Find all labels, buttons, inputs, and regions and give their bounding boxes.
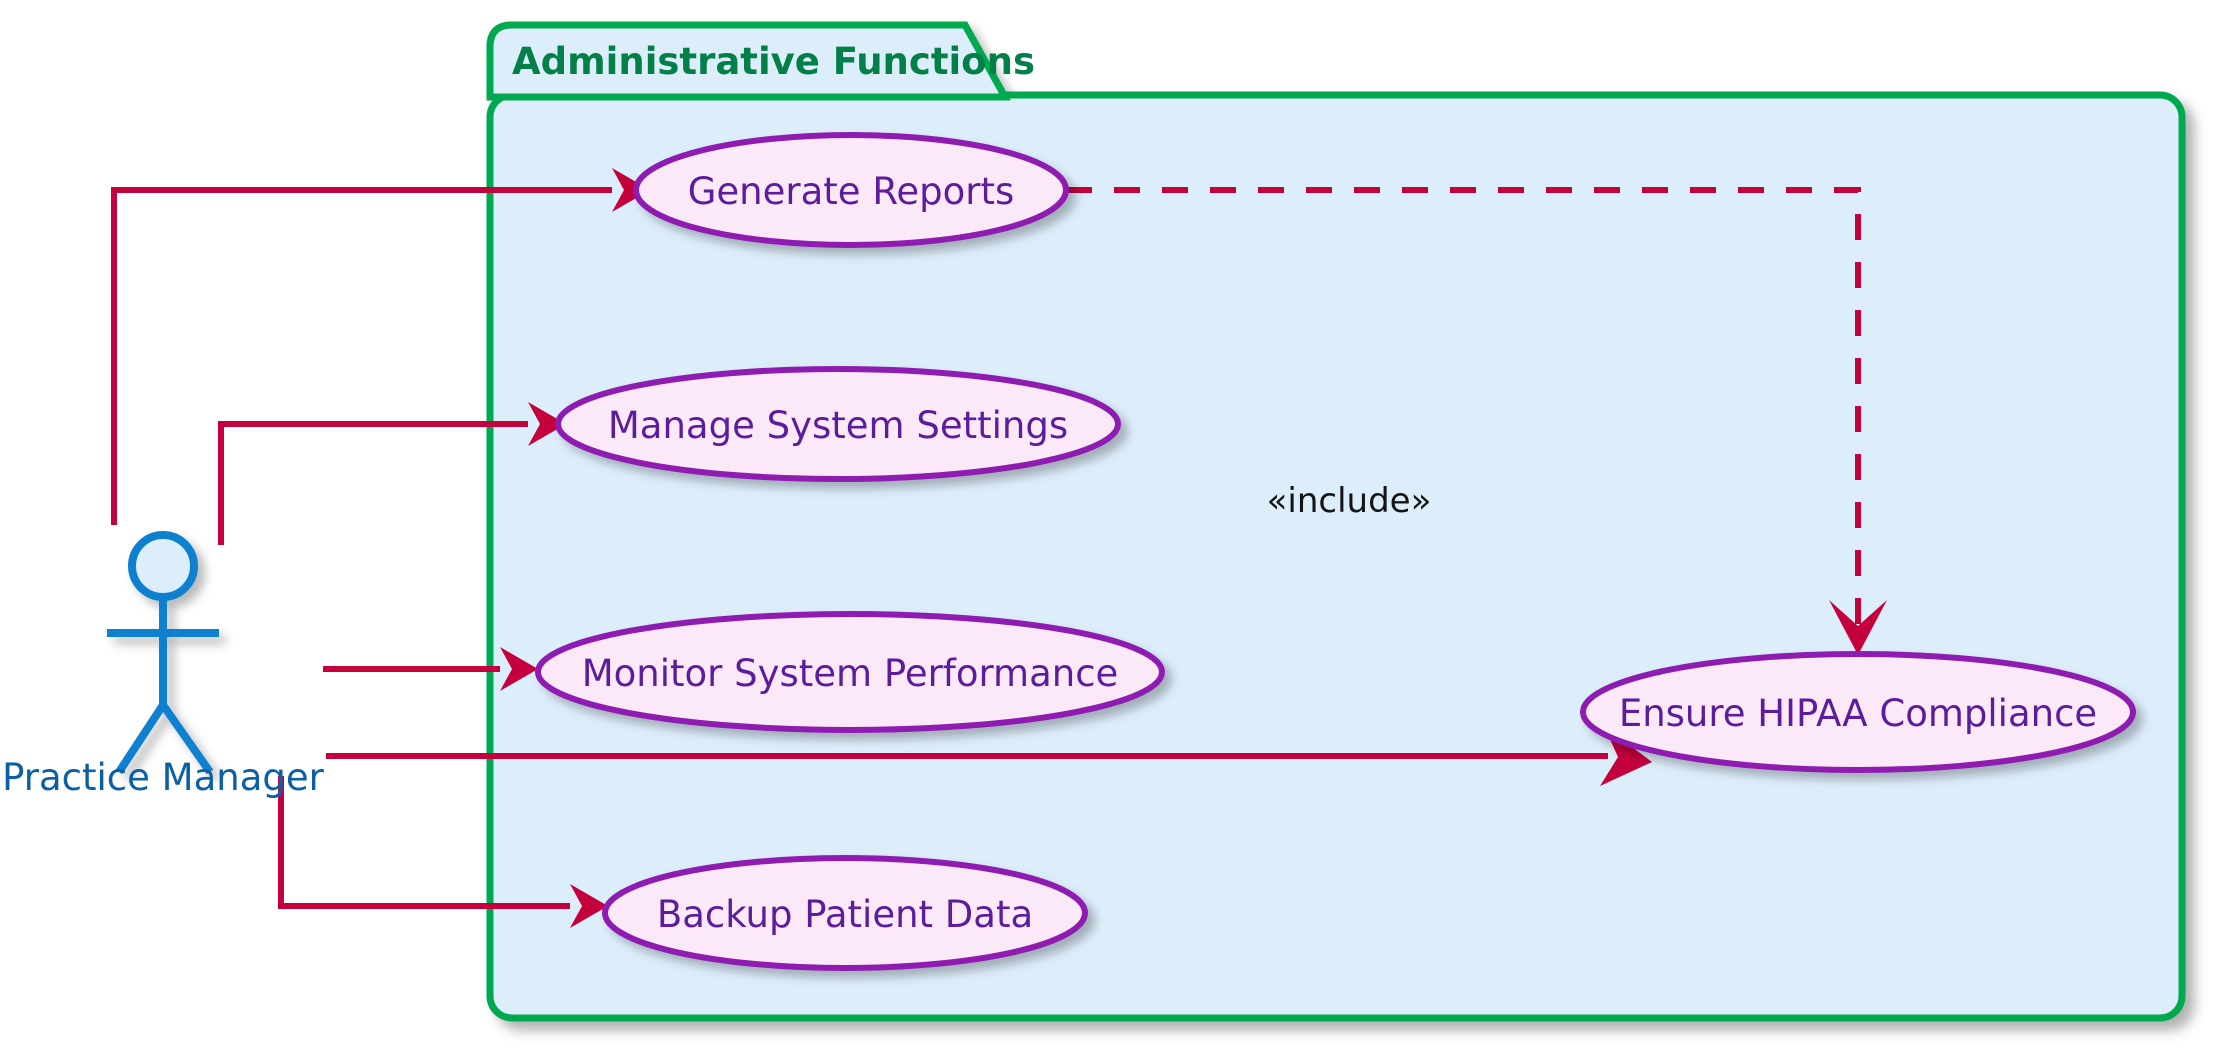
actor-label: Practice Manager: [2, 756, 325, 799]
use-case-label: Manage System Settings: [608, 404, 1068, 447]
use-case-label: Ensure HIPAA Compliance: [1619, 692, 2097, 735]
package-administrative-functions[interactable]: Administrative Functions: [486, 21, 2186, 1022]
association-line: [278, 776, 570, 909]
use-case-label: Backup Patient Data: [657, 893, 1033, 936]
actor-right-leg-icon: [159, 702, 214, 775]
use-case-backup-patient-data[interactable]: Backup Patient Data: [602, 855, 1088, 971]
use-case-ellipse: [633, 132, 1069, 248]
package-tab-overlay: [486, 21, 1011, 101]
association-pm-to-monitor-system-performance[interactable]: [323, 647, 538, 691]
package-body: [486, 91, 2186, 1022]
use-case-ellipse: [555, 366, 1121, 482]
arrowhead-icon: [612, 168, 650, 212]
association-links: [111, 168, 1652, 928]
include-stereotype-label: «include»: [1267, 481, 1432, 521]
package-title: Administrative Functions: [512, 40, 1035, 83]
arrowhead-icon: [500, 647, 538, 691]
include-dashed-line: [1066, 187, 1861, 630]
arrowhead-icon: [570, 884, 608, 928]
use-case-ellipse: [602, 855, 1088, 971]
arrowhead-icon: [528, 402, 566, 446]
association-pm-to-manage-system-settings[interactable]: [218, 402, 566, 545]
use-case-ensure-hipaa-compliance[interactable]: Ensure HIPAA Compliance: [1580, 651, 2136, 773]
use-case-manage-system-settings[interactable]: Manage System Settings: [555, 366, 1121, 482]
association-pm-to-backup-patient-data[interactable]: [278, 776, 608, 928]
actor-practice-manager[interactable]: Practice Manager: [2, 531, 325, 799]
actor-head-icon: [128, 531, 198, 601]
association-pm-to-generate-reports[interactable]: [111, 168, 650, 525]
actor-left-leg-icon: [115, 702, 167, 775]
include-relation-generate-reports-to-hipaa[interactable]: [1066, 187, 1887, 655]
use-case-generate-reports[interactable]: Generate Reports: [633, 132, 1069, 248]
use-case-ellipse: [1580, 651, 2136, 773]
association-line: [218, 421, 528, 545]
use-case-label: Monitor System Performance: [582, 652, 1119, 695]
use-case-label: Generate Reports: [688, 170, 1015, 213]
include-arrowhead-icon: [1829, 600, 1887, 655]
use-case-ellipse: [535, 611, 1165, 733]
association-line: [111, 187, 612, 525]
use-case-monitor-system-performance[interactable]: Monitor System Performance: [535, 611, 1165, 733]
